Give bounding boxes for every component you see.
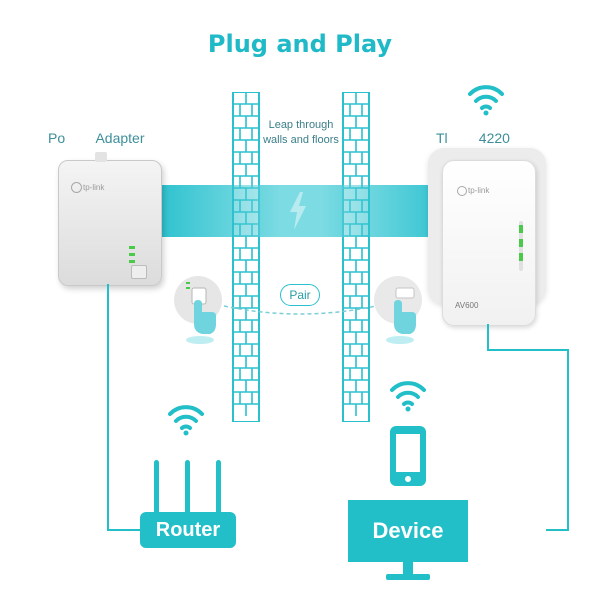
- tplink-logo-icon: [71, 182, 82, 193]
- wall-note-line2: walls and floors: [263, 134, 339, 146]
- device-label: Device: [348, 500, 468, 562]
- wifi-icon: [168, 405, 204, 436]
- right-adapter-label: Tl 4220: [436, 130, 510, 146]
- phone-icon: [390, 426, 426, 486]
- right-led-2: [519, 239, 523, 247]
- right-adapter-brand: tp-link: [468, 186, 490, 195]
- tplink-logo-icon: [457, 186, 467, 196]
- left-adapter-brand: tp-link: [83, 183, 105, 192]
- monitor-icon: [386, 560, 430, 580]
- powerline-band-overlay: [232, 185, 370, 237]
- hand-pointer-icon: [194, 300, 216, 334]
- hand-pointer-icon: [394, 300, 416, 334]
- wifi-icon: [468, 85, 504, 116]
- left-led-3: [129, 260, 135, 263]
- right-led-1: [519, 225, 523, 233]
- diagram-title: Plug and Play: [207, 30, 393, 58]
- wall-note: Leap through walls and floors: [256, 118, 346, 148]
- pair-label: Pair: [280, 284, 320, 306]
- left-powerline-adapter: tp-link: [58, 160, 162, 286]
- right-led-3: [519, 253, 523, 261]
- wifi-icon: [390, 381, 426, 412]
- left-adapter-label: Po Adapter: [48, 130, 145, 146]
- router-label: Router: [140, 512, 236, 548]
- right-wall: [342, 92, 370, 422]
- right-powerline-adapter: tp-link AV600: [442, 160, 536, 326]
- right-adapter-model: AV600: [455, 301, 479, 310]
- right-pair-zoom: [374, 276, 422, 344]
- left-led-1: [129, 246, 135, 249]
- left-led-2: [129, 253, 135, 256]
- left-adapter-plug: [95, 152, 107, 162]
- left-wall: [232, 92, 260, 422]
- left-pair-button[interactable]: [131, 265, 147, 279]
- wall-note-line1: Leap through: [268, 119, 334, 131]
- router-icon: [154, 460, 221, 518]
- pair-link-arc: [223, 305, 377, 315]
- left-pair-zoom: [174, 276, 222, 344]
